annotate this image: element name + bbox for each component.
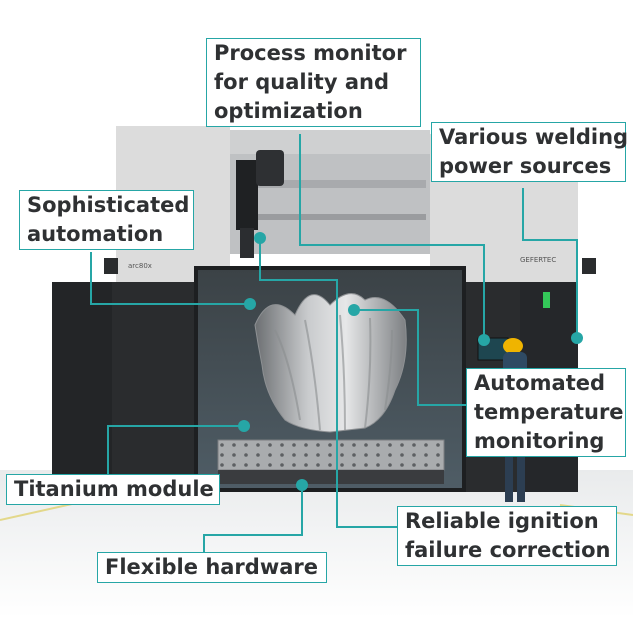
brand-badge: GEFERTEC (520, 256, 556, 264)
label-process-monitor: Process monitor for quality and optimiza… (206, 38, 421, 127)
label-welding-power: Various welding power sources (431, 122, 628, 182)
label-ignition: Reliable ignition failure correction (397, 506, 617, 566)
label-temperature: Automated temperature monitoring (466, 368, 626, 457)
badge-left (104, 258, 118, 274)
label-titanium: Titanium module (6, 474, 220, 505)
connector-lines (90, 134, 578, 552)
connector-dots (238, 232, 583, 491)
label-hardware: Flexible hardware (97, 552, 327, 583)
label-automation: Sophisticated automation (19, 190, 194, 250)
status-light (543, 292, 550, 308)
build-plate (217, 439, 445, 471)
badge-right (582, 258, 596, 274)
operator-helmet (503, 338, 523, 354)
robot-arm (236, 160, 258, 230)
model-badge: arc80x (128, 262, 152, 270)
